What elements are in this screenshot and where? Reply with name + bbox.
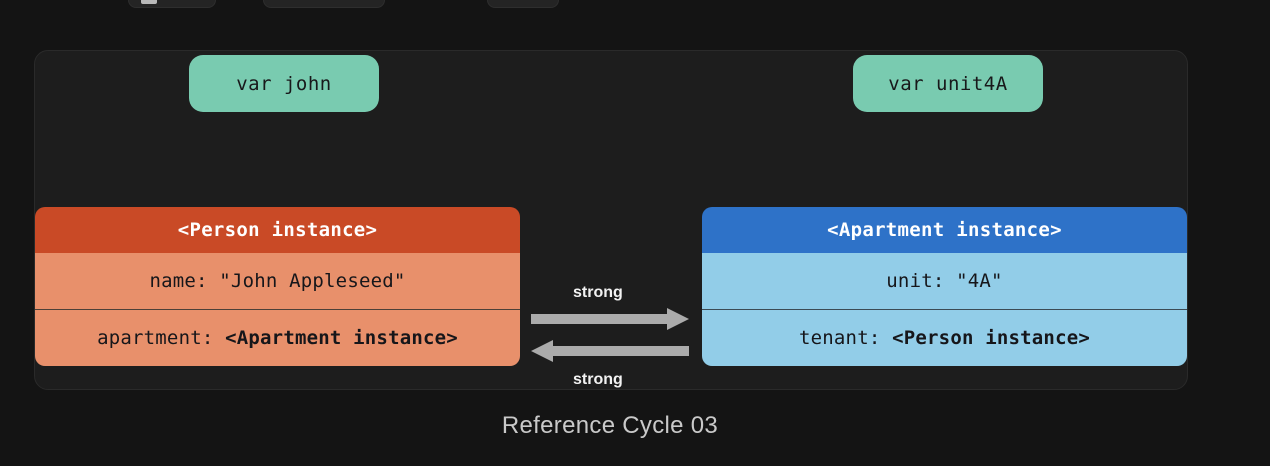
property-key: apartment:	[97, 327, 226, 349]
property-value: <Apartment instance>	[225, 327, 458, 349]
arrow-person-to-apartment-icon	[531, 308, 689, 330]
arrow-apartment-to-person-icon	[531, 340, 689, 362]
arrow-label-person-to-apartment: strong	[573, 284, 623, 301]
top-chip-indicator-icon	[141, 0, 157, 4]
diagram-caption: Reference Cycle 03	[501, 412, 719, 439]
property-value: "John Appleseed"	[219, 270, 406, 292]
variable-pill-label: var john	[236, 72, 332, 95]
property-value: <Person instance>	[892, 327, 1090, 349]
property-key: unit:	[886, 270, 957, 292]
variable-pill-label: var unit4A	[888, 72, 1008, 95]
variable-pill-0[interactable]: var john	[189, 55, 379, 112]
variable-pill-1[interactable]: var unit4A	[853, 55, 1043, 112]
top-chip-3[interactable]	[487, 0, 559, 8]
instance-card-property-row: tenant: <Person instance>	[702, 309, 1187, 366]
instance-card-property-row: unit: "4A"	[702, 253, 1187, 309]
top-chip-1[interactable]	[128, 0, 216, 8]
instance-card-property-row: apartment: <Apartment instance>	[35, 309, 520, 366]
property-key: tenant:	[799, 327, 893, 349]
instance-card-property-row: name: "John Appleseed"	[35, 253, 520, 309]
instance-card-apartment[interactable]: <Apartment instance>unit: "4A"tenant: <P…	[702, 207, 1187, 366]
instance-card-title-apartment: <Apartment instance>	[702, 207, 1187, 253]
property-key: name:	[149, 270, 220, 292]
property-value: "4A"	[956, 270, 1003, 292]
arrow-label-apartment-to-person: strong	[573, 371, 623, 388]
instance-card-person[interactable]: <Person instance>name: "John Appleseed"a…	[35, 207, 520, 366]
instance-card-title-person: <Person instance>	[35, 207, 520, 253]
top-chip-2[interactable]	[263, 0, 385, 8]
